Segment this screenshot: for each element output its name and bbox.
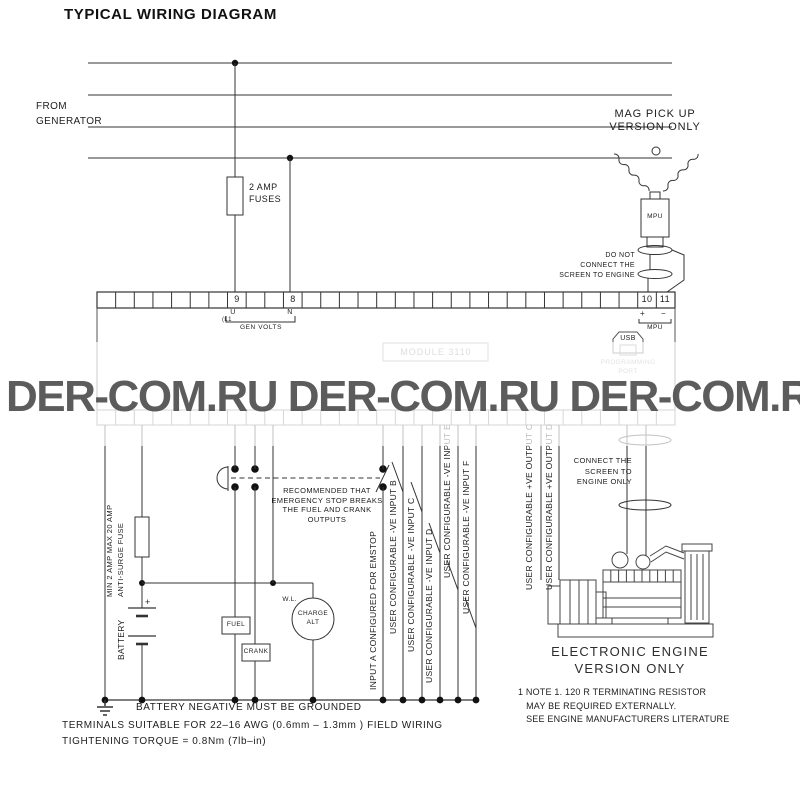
input-a-label: INPUT A CONFIGURED FOR EMSTOP bbox=[368, 530, 378, 690]
u-label: U bbox=[230, 309, 236, 316]
input-wires bbox=[382, 425, 477, 700]
estop-note: RECOMMENDED THAT EMERGENCY STOP BREAKS T… bbox=[271, 486, 383, 524]
watermark-fade-band bbox=[0, 342, 800, 446]
input-f-label: USER CONFIGURABLE -VE INPUT F bbox=[461, 460, 471, 614]
battery-plus: + bbox=[145, 597, 151, 607]
battery-negative-bus bbox=[101, 696, 480, 704]
battery-circuit bbox=[104, 425, 313, 700]
fuel-output-label: FUEL bbox=[226, 621, 246, 628]
torque-note: TIGHTENING TORQUE = 0.8Nm (7lb–in) bbox=[62, 736, 267, 747]
l1-label: (L1 bbox=[222, 317, 232, 323]
engine-connection-wires bbox=[540, 425, 672, 580]
ground-icon bbox=[97, 700, 113, 716]
mag-pickup-heading: MAG PICK UP VERSION ONLY bbox=[609, 108, 701, 133]
gen-fuses-label: 2 AMP FUSES bbox=[249, 182, 282, 204]
gen-fuse-symbol bbox=[226, 63, 291, 292]
generator-bus-lines bbox=[88, 59, 672, 162]
input-d-label: USER CONFIGURABLE -VE INPUT D bbox=[424, 528, 434, 683]
crank-output-label: CRANK bbox=[243, 648, 269, 655]
screen-warning-note: DO NOT CONNECT THE SCREEN TO ENGINE bbox=[559, 252, 635, 279]
input-e-label: USER CONFIGURABLE -VE INPUT E bbox=[442, 423, 452, 578]
mpu-sensor-label: MPU bbox=[647, 213, 663, 220]
charge-alt-label: CHARGE ALT bbox=[297, 610, 329, 626]
gen-volts-bracket bbox=[225, 316, 296, 323]
screen-connect-note: CONNECT THE SCREEN TO ENGINE ONLY bbox=[573, 456, 632, 486]
engine-illustration bbox=[547, 543, 714, 638]
terminating-resistor-note: 1 NOTE 1. 120 R TERMINATING RESISTOR MAY… bbox=[518, 687, 730, 724]
mpu-terminal-bracket bbox=[638, 319, 672, 324]
mpu-minus: − bbox=[661, 309, 667, 318]
terminal-10: 10 bbox=[641, 294, 653, 304]
terminal-9: 9 bbox=[234, 294, 240, 304]
from-generator-label: FROM GENERATOR bbox=[36, 101, 103, 127]
mpu-sensor bbox=[637, 191, 685, 293]
output-device-wires bbox=[221, 425, 335, 700]
input-b-label: USER CONFIGURABLE -VE INPUT B bbox=[388, 479, 398, 634]
terminal-strip bbox=[96, 291, 676, 309]
usb-label: USB bbox=[620, 335, 636, 342]
engine-caption: ELECTRONIC ENGINE VERSION ONLY bbox=[551, 644, 709, 676]
anti-surge-fuse-label: MIN 2 AMP MAX 20 AMP ANTI-SURGE FUSE bbox=[105, 504, 125, 597]
mpu-terminals-label: MPU bbox=[647, 324, 663, 331]
terminal-8: 8 bbox=[290, 294, 296, 304]
ground-note: BATTERY NEGATIVE MUST BE GROUNDED bbox=[136, 702, 362, 713]
gen-volts-label: GEN VOLTS bbox=[239, 324, 283, 331]
mpu-plus: + bbox=[640, 309, 646, 318]
terminals-note: TERMINALS SUITABLE FOR 22–16 AWG (0.6mm … bbox=[62, 720, 443, 731]
n-label: N bbox=[287, 309, 293, 316]
terminal-11: 11 bbox=[659, 294, 671, 304]
wl-label: W.L. bbox=[282, 596, 297, 603]
watermark-text: DER-COM.RU DER-COM.RU DER-COM.RU bbox=[6, 372, 800, 421]
input-c-label: USER CONFIGURABLE -VE INPUT C bbox=[406, 497, 416, 652]
battery-label: BATTERY bbox=[116, 619, 126, 660]
page-title: TYPICAL WIRING DIAGRAM bbox=[64, 6, 277, 23]
mag-pickup-gear-icon bbox=[613, 146, 699, 192]
